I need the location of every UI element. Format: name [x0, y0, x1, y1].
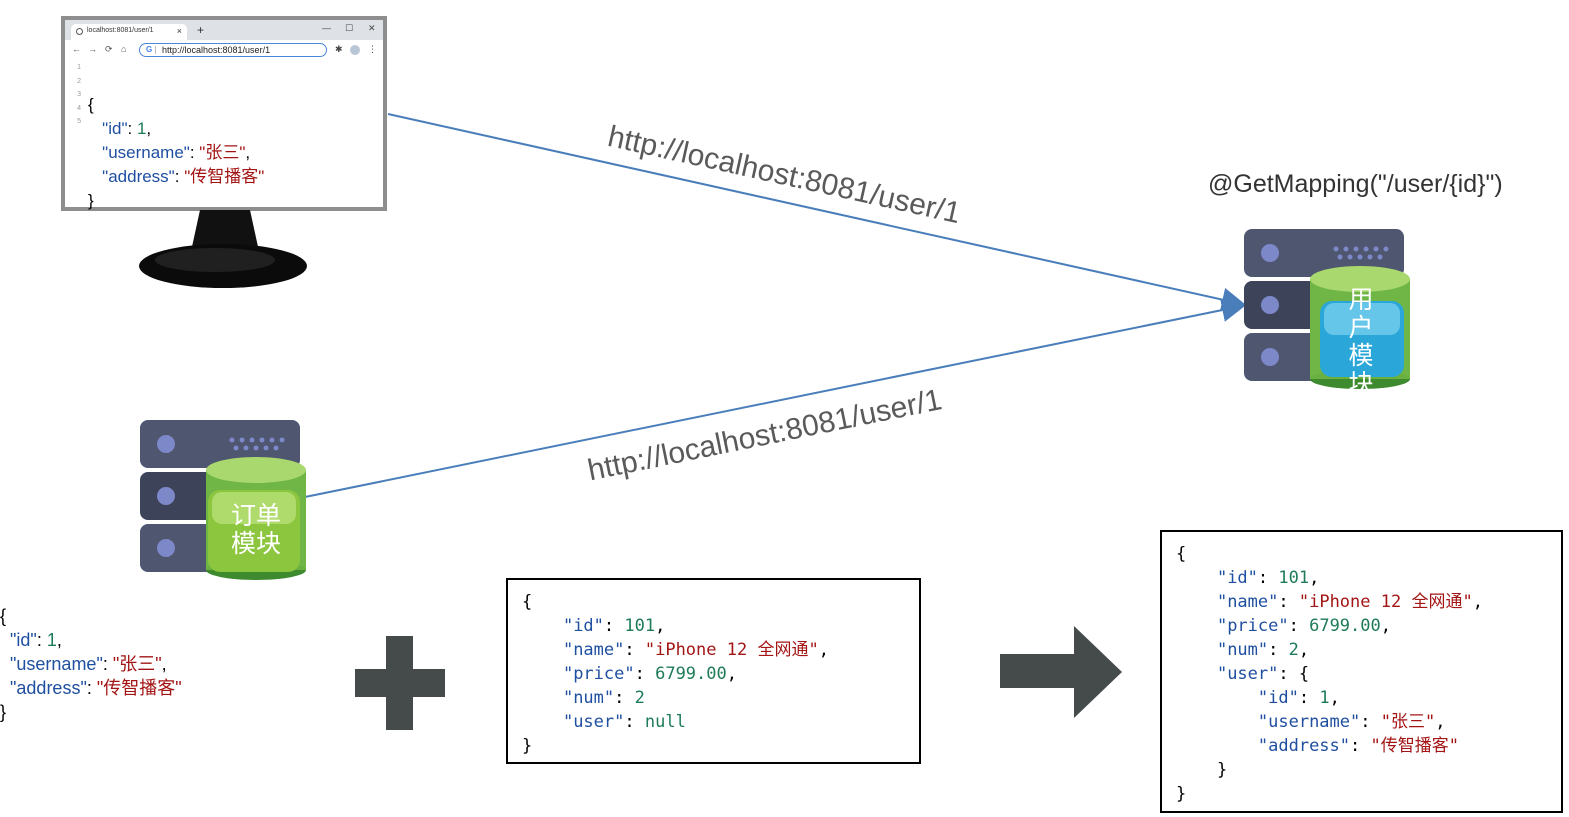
user-service-char: 户 [1348, 313, 1374, 342]
tab-close-icon[interactable]: × [176, 26, 182, 36]
browser-toolbar: ← → ⟳ ⌂ G http://localhost:8081/user/1 ✱… [65, 40, 383, 61]
user-service-icon [1244, 229, 1410, 389]
close-window-icon[interactable]: ✕ [368, 23, 376, 33]
line-gutter: 1 2 3 4 5 [65, 61, 83, 129]
browser-titlebar: localhost:8081/user/1 × + — ☐ ✕ [65, 20, 383, 40]
result-arrow-icon [1000, 626, 1122, 718]
address-separator [155, 46, 156, 54]
plus-icon [355, 636, 445, 730]
user-data-json: { "id": 1, "username": "张三", "address": … [0, 606, 182, 722]
request-arrow-browser [387, 113, 1246, 312]
order-json-box: { "id": 101, "name": "iPhone 12 全网通", "p… [506, 578, 921, 764]
browser-tab[interactable]: localhost:8081/user/1 × [71, 24, 187, 40]
user-service-char: 模 [1348, 341, 1374, 370]
avatar[interactable] [350, 45, 360, 55]
globe-icon [76, 28, 83, 35]
monitor-screen: localhost:8081/user/1 × + — ☐ ✕ ← → ⟳ ⌂ … [61, 16, 387, 211]
user-service-char: 块 [1348, 369, 1374, 398]
order-service-line: 模块 [230, 529, 281, 558]
line-number: 1 [77, 64, 81, 71]
maximize-icon[interactable]: ☐ [345, 23, 354, 33]
line-number: 2 [77, 77, 81, 85]
address-bar[interactable]: G http://localhost:8081/user/1 [139, 43, 327, 57]
result-json-box: { "id": 101, "name": "iPhone 12 全网通", "p… [1160, 530, 1563, 813]
browser-json: { "id": 1, "username": "张三", "address": … [88, 95, 265, 210]
order-service-icon [140, 420, 306, 580]
browser-window: localhost:8081/user/1 × + — ☐ ✕ ← → ⟳ ⌂ … [65, 20, 383, 207]
request-arrow-order [304, 298, 1246, 498]
extensions-icon[interactable]: ✱ [335, 44, 343, 54]
order-service-line: 订单 [230, 501, 281, 530]
address-text: http://localhost:8081/user/1 [162, 45, 271, 55]
home-icon[interactable]: ⌂ [121, 44, 127, 54]
line-number: 4 [77, 104, 81, 112]
tab-title: localhost:8081/user/1 [87, 27, 154, 34]
user-service-label: 用 户 模 块 [1343, 286, 1379, 398]
minimize-icon[interactable]: — [322, 23, 331, 33]
get-mapping-annotation: @GetMapping("/user/{id}") [1208, 170, 1503, 198]
order-service-label: 订单 模块 [212, 502, 300, 558]
menu-icon[interactable]: ⋮ [368, 44, 377, 54]
reload-icon[interactable]: ⟳ [105, 44, 113, 54]
new-tab-icon[interactable]: + [197, 23, 205, 37]
line-number: 5 [77, 118, 81, 126]
back-icon[interactable]: ← [72, 44, 81, 54]
monitor-stand [139, 210, 307, 288]
line-number: 3 [77, 91, 81, 99]
user-service-char: 用 [1348, 285, 1374, 314]
google-icon: G [146, 45, 153, 54]
forward-icon[interactable]: → [88, 44, 97, 54]
